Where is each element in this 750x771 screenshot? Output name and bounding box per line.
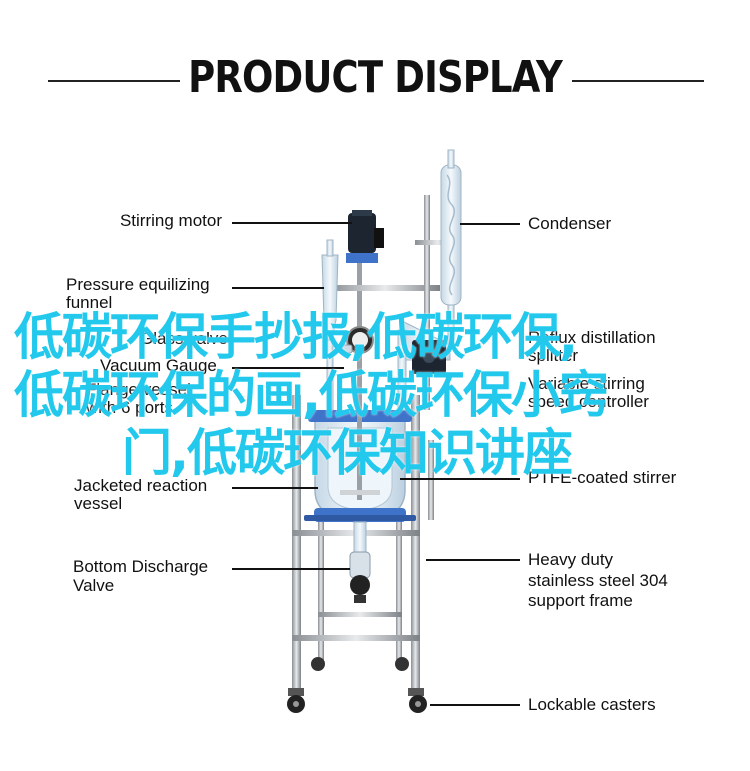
leader-stirring-motor [232, 222, 352, 224]
caster-back-right [395, 657, 409, 671]
flange-clamp [304, 515, 416, 521]
frame-rail-back [318, 612, 402, 617]
caster-left [287, 688, 305, 713]
title-rule-right [572, 80, 704, 82]
leader-ptfe [400, 478, 520, 480]
frame-rail-low [292, 635, 420, 641]
leader-casters [430, 704, 520, 706]
watermark-line-3: 门,低碳环保知识讲座 [122, 424, 573, 482]
label-glass-valve: Glass valve [140, 329, 228, 348]
label-frame-1: Heavy duty [528, 550, 614, 569]
label-variable-2: speed controller [528, 392, 649, 411]
label-reflux-2: splitter [528, 346, 579, 365]
leader-pressure-funnel [232, 287, 324, 289]
label-casters: Lockable casters [528, 695, 656, 714]
label-stirring-motor: Stirring motor [119, 211, 222, 230]
label-flange-1: Flange vessel [86, 380, 191, 399]
label-frame-2: stainless steel 304 [528, 571, 668, 590]
leader-vacuum-gauge [232, 367, 344, 369]
label-condenser: Condenser [528, 214, 612, 233]
label-discharge-1: Bottom Discharge [73, 557, 209, 576]
watermark-line-1: 低碳环保手抄报,低碳环保, [14, 308, 578, 366]
leader-jacketed [232, 487, 318, 489]
leader-frame [426, 559, 520, 561]
caster-right [408, 688, 427, 713]
frame-leg-back-left [318, 520, 324, 660]
frame-leg-left [292, 395, 301, 690]
discharge-valve-body [349, 551, 371, 579]
motor-body [348, 213, 376, 253]
label-discharge-2: Valve [73, 576, 115, 595]
top-crossbar [330, 285, 440, 291]
stirrer-shaft [357, 250, 362, 500]
page-title: PRODUCT DISPLAY [188, 52, 563, 103]
watermark-line-2: 低碳环保的画,低碳环保小窍 [14, 366, 609, 424]
label-reflux-1: Reflux distillation [528, 328, 656, 347]
label-variable-1: Variable stirring [528, 374, 645, 393]
label-ptfe: PTFE-coated stirrer [528, 468, 677, 487]
label-jacketed-1: Jacketed reaction [74, 476, 208, 495]
discharge-neck [353, 521, 367, 553]
title-rule-left [48, 80, 180, 82]
label-vacuum-gauge: Vacuum Gauge [100, 356, 217, 375]
stirrer-blade [340, 490, 380, 495]
glass-valve [337, 344, 353, 354]
label-flange-2: with 6 ports [86, 398, 173, 417]
motor-blue-coupler [346, 253, 378, 263]
support-rod [424, 195, 430, 410]
label-pressure-funnel-2: funnel [66, 293, 113, 312]
label-frame-3: support frame [528, 591, 633, 610]
motor-cap [352, 210, 372, 216]
caster-back-left [311, 657, 325, 671]
label-pressure-funnel-1: Pressure equilizing [66, 275, 210, 294]
leader-condenser [460, 223, 520, 225]
frame-leg-right [411, 395, 420, 690]
label-jacketed-2: vessel [74, 494, 123, 513]
frame-leg-back-right [396, 520, 402, 660]
discharge-valve-knob [350, 575, 370, 595]
leader-discharge [232, 568, 350, 570]
